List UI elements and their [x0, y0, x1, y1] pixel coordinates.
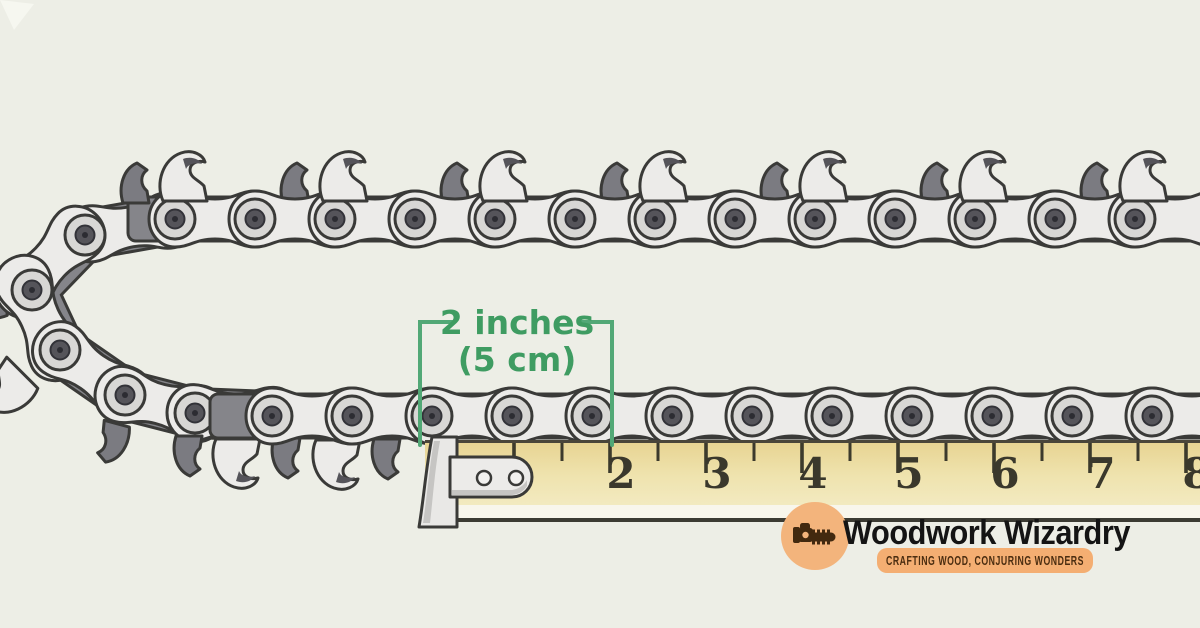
bracket-right: [580, 320, 614, 447]
measurement-label-cm: (5 cm): [458, 340, 577, 379]
inch-number: 8: [1182, 449, 1200, 498]
inch-number: 2: [606, 449, 635, 498]
measurement-label-inches: 2 inches: [440, 303, 594, 342]
brand-title: Woodwork Wizardry: [843, 514, 1131, 552]
inch-number: 3: [702, 449, 731, 498]
tape-end-hook: [417, 435, 534, 529]
inch-tick: [1088, 443, 1092, 473]
hook-rivet-hole: [475, 469, 493, 487]
half-inch-tick: [1040, 443, 1044, 461]
corner-mark: [0, 0, 34, 30]
inch-tick: [1184, 443, 1188, 473]
hook-rivet-hole: [507, 469, 525, 487]
brand-tagline: CRAFTING WOOD, CONJURING WONDERS: [886, 553, 1084, 568]
inch-tick: [608, 443, 612, 473]
inch-number: 6: [990, 449, 1019, 498]
measurement-annotation: 2 inches (5 cm): [418, 303, 614, 447]
inch-number: 5: [894, 449, 923, 498]
inch-tick: [704, 443, 708, 473]
inch-number: 7: [1086, 449, 1115, 498]
ruler-ticks: 2 3 4 5 6 7 8: [512, 443, 1200, 498]
inch-tick: [896, 443, 900, 473]
half-inch-tick: [560, 443, 564, 461]
tape-top-edge: [425, 440, 1200, 443]
inch-tick: [992, 443, 996, 473]
chainsaw-icon: [793, 523, 836, 545]
hook-shadow: [452, 480, 527, 495]
bracket-left: [418, 320, 454, 447]
half-inch-tick: [944, 443, 948, 461]
half-inch-tick: [752, 443, 756, 461]
half-inch-tick: [848, 443, 852, 461]
chain-left-loop: [0, 186, 302, 468]
brand-logo: Woodwork Wizardry CRAFTING WOOD, CONJURI…: [781, 502, 1131, 573]
inch-number: 4: [798, 449, 827, 498]
half-inch-tick: [1136, 443, 1140, 461]
chain-top-run: [119, 150, 1200, 249]
inch-tick: [800, 443, 804, 473]
half-inch-tick: [656, 443, 660, 461]
tagline-badge: [877, 548, 1093, 573]
chain-bottom-run: [172, 386, 1200, 491]
